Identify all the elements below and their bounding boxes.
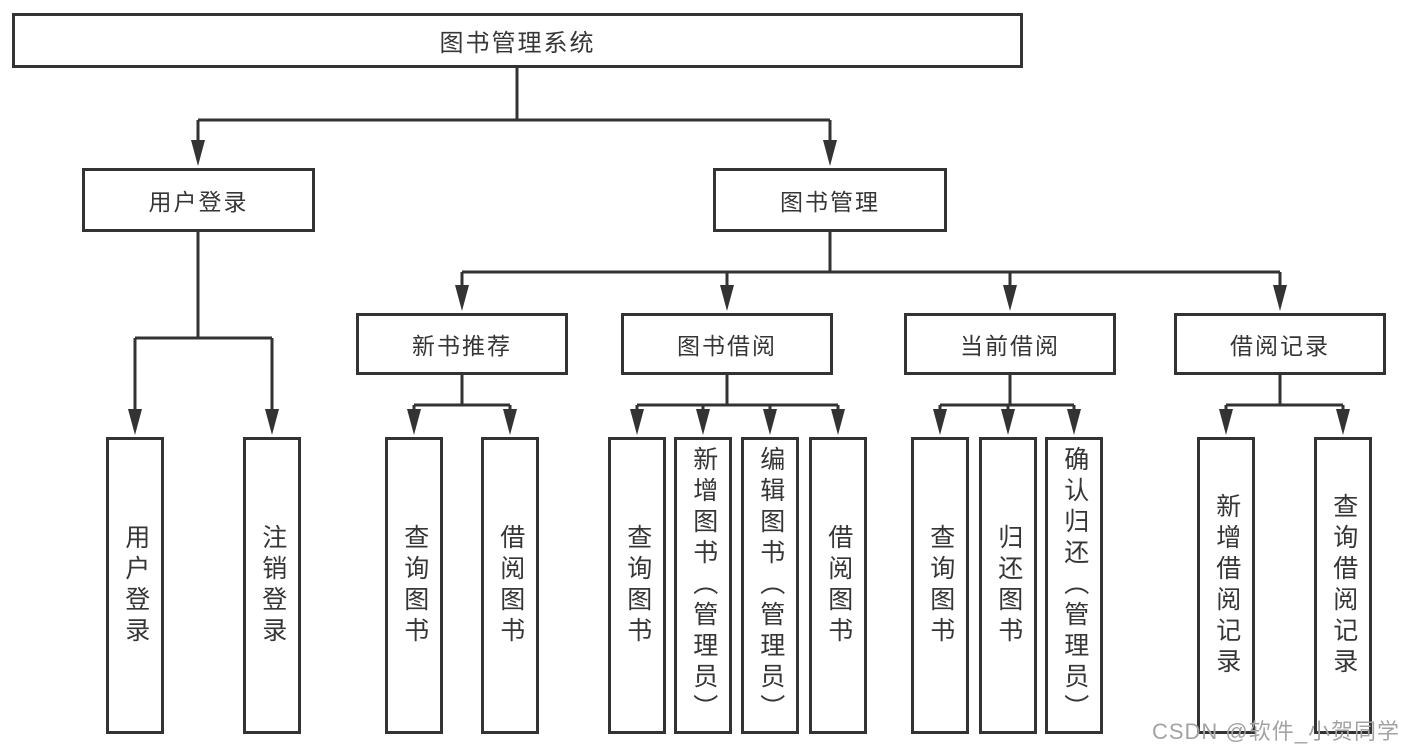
arrowhead bbox=[1003, 285, 1017, 311]
leaf-label: 查询图书 bbox=[926, 523, 955, 648]
leaf-return-books: 归还图书 bbox=[979, 437, 1037, 734]
leaf-logout: 注销登录 bbox=[243, 437, 301, 734]
leaf-label: 注销登录 bbox=[258, 523, 287, 648]
leaf-query-books-current: 查询图书 bbox=[911, 437, 969, 734]
leaf-add-borrow-record: 新增借阅记录 bbox=[1197, 437, 1255, 734]
node-label: 图书借阅 bbox=[677, 333, 777, 359]
leaf-borrow-books-borrowing: 借阅图书 bbox=[809, 437, 867, 734]
node-label: 借阅记录 bbox=[1230, 333, 1330, 359]
arrowhead bbox=[1219, 409, 1233, 435]
node-book-management: 图书管理 bbox=[713, 168, 947, 232]
arrowhead bbox=[1001, 409, 1015, 435]
leaf-add-books-admin: 新增图书（管理员） bbox=[674, 437, 732, 734]
leaf-label: 借阅图书 bbox=[496, 523, 525, 648]
leaf-query-borrow-record: 查询借阅记录 bbox=[1314, 437, 1372, 734]
leaf-edit-books-admin: 编辑图书（管理员） bbox=[741, 437, 799, 734]
arrowhead bbox=[455, 285, 469, 311]
node-borrowing-records: 借阅记录 bbox=[1174, 313, 1386, 375]
node-current-borrowing: 当前借阅 bbox=[904, 313, 1116, 375]
arrowhead bbox=[763, 409, 777, 435]
leaf-confirm-return-admin: 确认归还（管理员） bbox=[1045, 437, 1103, 734]
csdn-watermark: CSDN @软件_小贺同学 bbox=[1151, 719, 1400, 744]
leaf-label: 查询图书 bbox=[623, 523, 652, 648]
node-book-borrowing: 图书借阅 bbox=[621, 313, 833, 375]
leaf-label: 借阅图书 bbox=[824, 523, 853, 648]
node-label: 图书管理系统 bbox=[439, 30, 596, 57]
arrowhead bbox=[407, 409, 421, 435]
leaf-label: 查询图书 bbox=[400, 523, 429, 648]
leaf-label: 新增图书（管理员） bbox=[689, 446, 718, 725]
leaf-label: 查询借阅记录 bbox=[1329, 492, 1358, 679]
arrowhead bbox=[191, 140, 205, 166]
arrowhead bbox=[1067, 409, 1081, 435]
arrowhead bbox=[696, 409, 710, 435]
node-new-book-recommendation: 新书推荐 bbox=[356, 313, 568, 375]
arrowhead bbox=[265, 409, 279, 435]
arrowhead bbox=[823, 140, 837, 166]
arrowhead bbox=[1336, 409, 1350, 435]
leaf-label: 编辑图书（管理员） bbox=[756, 446, 785, 725]
node-library-management-system: 图书管理系统 bbox=[12, 13, 1023, 68]
arrowhead bbox=[933, 409, 947, 435]
leaf-user-login: 用户登录 bbox=[106, 437, 164, 734]
leaf-label: 用户登录 bbox=[121, 523, 150, 648]
arrowhead bbox=[503, 409, 517, 435]
leaf-query-books-borrowing: 查询图书 bbox=[608, 437, 666, 734]
node-label: 新书推荐 bbox=[412, 333, 512, 359]
leaf-borrow-books-recommend: 借阅图书 bbox=[481, 437, 539, 734]
leaf-query-books-recommend: 查询图书 bbox=[385, 437, 443, 734]
node-label: 图书管理 bbox=[780, 189, 880, 215]
leaf-label: 新增借阅记录 bbox=[1212, 492, 1241, 679]
arrowhead bbox=[720, 285, 734, 311]
arrowhead bbox=[831, 409, 845, 435]
arrowhead bbox=[1273, 285, 1287, 311]
node-label: 用户登录 bbox=[148, 189, 249, 215]
leaf-label: 归还图书 bbox=[994, 523, 1023, 648]
node-user-login: 用户登录 bbox=[82, 168, 315, 232]
leaf-label: 确认归还（管理员） bbox=[1060, 446, 1089, 725]
node-label: 当前借阅 bbox=[960, 333, 1060, 359]
arrowhead bbox=[630, 409, 644, 435]
arrowhead bbox=[128, 409, 142, 435]
